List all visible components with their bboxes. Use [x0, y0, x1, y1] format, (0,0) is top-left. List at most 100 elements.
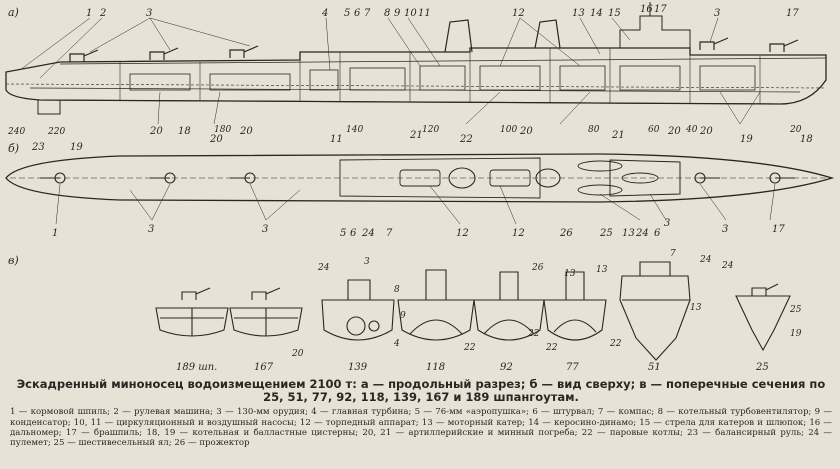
callout: 9 — [394, 8, 401, 19]
section-25 — [735, 283, 791, 352]
callout: 3 — [262, 224, 268, 235]
callout: 6 — [354, 8, 361, 19]
longitudinal-section — [5, 2, 827, 125]
callout: 3 — [714, 8, 720, 19]
superstructure — [619, 15, 691, 55]
lower-deck — [29, 87, 801, 93]
boats — [577, 160, 659, 196]
section-139 — [321, 279, 395, 341]
section-label: 25 — [755, 362, 769, 373]
section-label-v: в) — [8, 254, 19, 267]
section-label: 51 — [648, 362, 661, 373]
frame-number: 120 — [422, 125, 439, 135]
guns-plan — [40, 172, 795, 184]
funnel-fwd — [534, 19, 561, 49]
section-label: 189 шп. — [176, 362, 217, 373]
callout: 7 — [670, 249, 676, 259]
frame-number: 40 — [685, 125, 698, 135]
callout: 25 — [789, 305, 802, 315]
frame-number: 220 — [47, 127, 65, 137]
plan-leaders — [55, 183, 776, 225]
callout: 3 — [148, 224, 154, 235]
callout: 4 — [393, 339, 400, 349]
funnel-fwd-plan — [535, 168, 561, 188]
hull-outline — [5, 47, 827, 105]
callout: 3 — [364, 257, 370, 267]
caption-legend: 1 — кормовой шпиль; 2 — рулевая машина; … — [10, 407, 832, 448]
callout: 11 — [418, 8, 431, 19]
callout: 18 — [800, 134, 813, 145]
section-51 — [619, 261, 691, 361]
section-label: 139 — [348, 362, 368, 373]
callout: 13 — [622, 228, 635, 239]
section-77 — [543, 271, 607, 341]
section-167 — [229, 287, 303, 337]
side-callouts: 1 2 3 4 5 6 7 8 9 10 11 12 13 14 15 16 1… — [31, 4, 813, 153]
callout: 24 — [699, 255, 712, 265]
callout: 22 — [527, 329, 540, 339]
callout: 3 — [664, 218, 670, 229]
callout: 12 — [456, 228, 469, 239]
callout: 20 — [209, 134, 223, 145]
deck-guns — [69, 37, 799, 62]
callout: 22 — [609, 339, 622, 349]
callout: 26 — [559, 228, 573, 239]
frame-number: 100 — [500, 125, 517, 135]
callout: 12 — [512, 228, 525, 239]
callout: 17 — [654, 4, 667, 15]
callout: 20 — [519, 126, 533, 137]
callout: 14 — [590, 8, 603, 19]
bulkheads — [119, 48, 761, 104]
callout: 10 — [404, 8, 417, 19]
bridge-plan — [609, 159, 681, 197]
callout: 25 — [599, 228, 613, 239]
callout: 8 — [384, 8, 390, 19]
callout: 20 — [239, 126, 253, 137]
callout: 1 — [52, 228, 58, 239]
section-label-b: б) — [8, 142, 19, 155]
plan-callouts: 1 3 3 5 6 24 7 12 12 26 25 13 24 6 3 17 … — [52, 218, 785, 239]
callout: 17 — [786, 8, 799, 19]
callout: 20 — [667, 126, 681, 137]
callout: 16 — [640, 4, 653, 15]
torpedo-tubes — [399, 169, 531, 187]
caption-title: Эскадренный миноносец водоизмещением 210… — [16, 377, 826, 405]
callout: 11 — [330, 134, 343, 145]
callout: 19 — [790, 329, 802, 339]
section-label: 77 — [566, 362, 579, 373]
callout: 13 — [596, 265, 608, 275]
callout: 6 — [654, 228, 661, 239]
callout: 24 — [635, 228, 649, 239]
callout: 6 — [350, 228, 357, 239]
callout: 7 — [364, 8, 371, 19]
section-92 — [473, 271, 545, 341]
frame-number: 20 — [789, 125, 802, 135]
section-callouts: 24 3 8 9 20 4 22 22 22 26 7 24 13 13 22 … — [291, 249, 802, 359]
callout: 21 — [611, 130, 625, 141]
main-deck — [59, 57, 827, 65]
callout: 20 — [699, 126, 713, 137]
caption: Эскадренный миноносец водоизмещением 210… — [8, 377, 834, 448]
callout: 8 — [394, 285, 400, 295]
funnel-aft-plan — [448, 167, 476, 189]
technical-drawing: а) б) в) — [5, 2, 835, 373]
callout: 18 — [178, 126, 191, 137]
frame-number: 180 — [214, 125, 231, 135]
callout: 26 — [531, 263, 544, 273]
frame-number: 80 — [588, 125, 600, 135]
callout: 24 — [721, 261, 734, 271]
section-labels: 189 шп. 167 139 118 92 77 51 25 — [176, 362, 769, 373]
callout: 22 — [545, 343, 558, 353]
callout: 13 — [690, 303, 702, 313]
callout: 5 — [344, 8, 350, 19]
callout: 20 — [149, 126, 163, 137]
callout: 24 — [317, 263, 330, 273]
section-118 — [397, 269, 475, 341]
section-label: 118 — [426, 362, 445, 373]
callout: 13 — [572, 8, 585, 19]
section-label: 167 — [254, 362, 274, 373]
frame-number: 240 — [7, 127, 25, 137]
section-label-a: а) — [8, 6, 19, 19]
callout: 2 — [99, 8, 106, 19]
